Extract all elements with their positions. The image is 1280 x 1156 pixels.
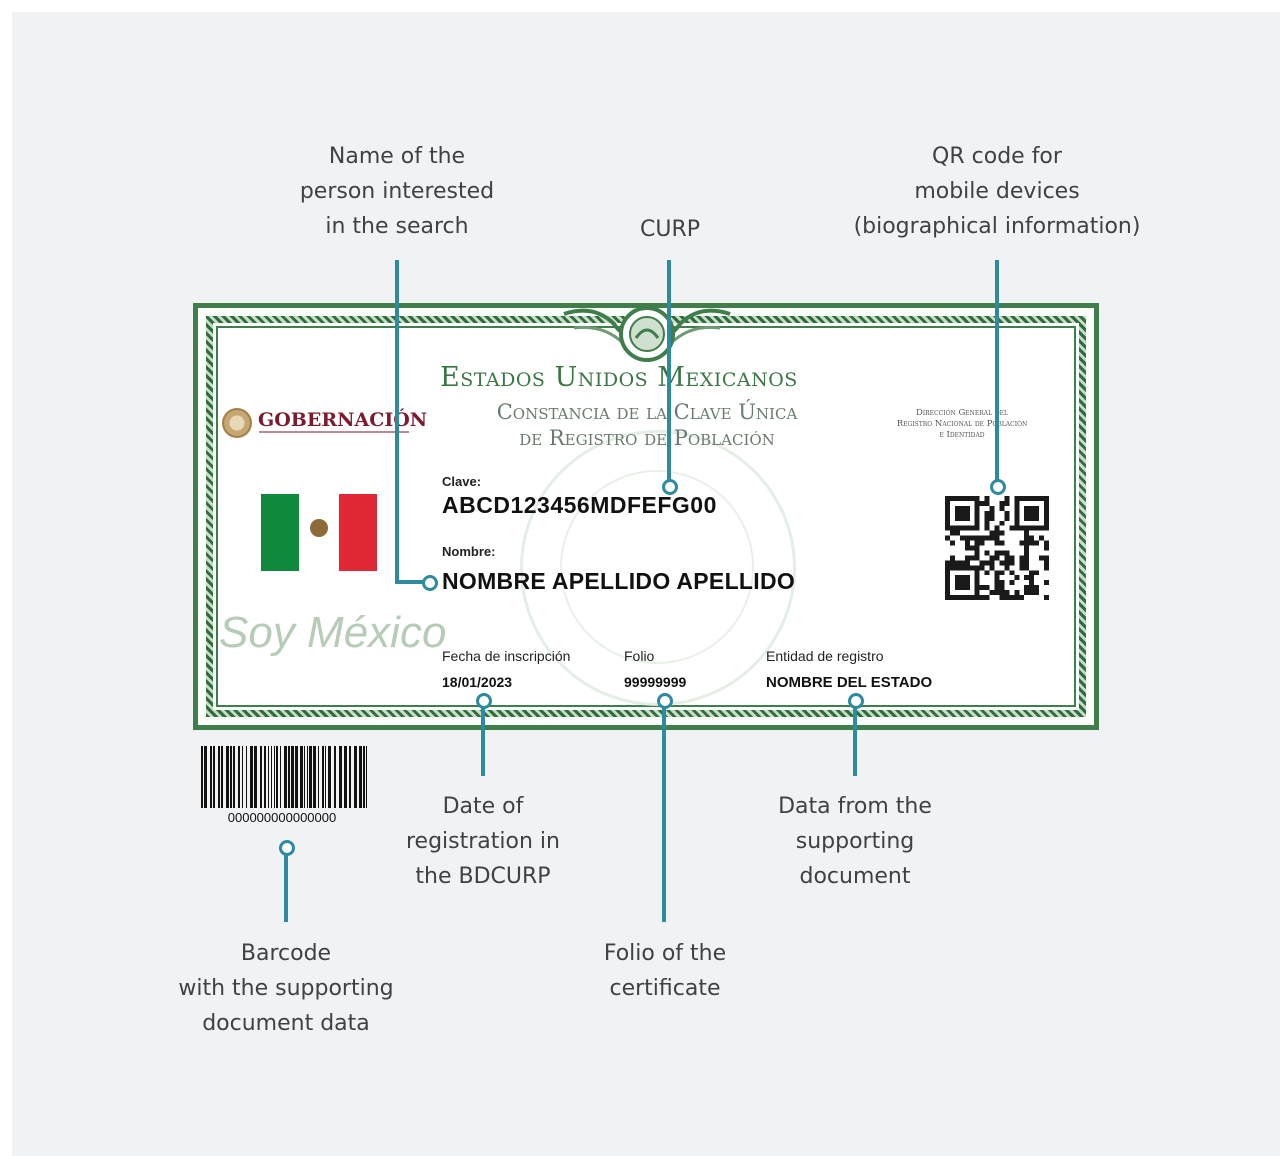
folio-label: Folio <box>624 648 655 664</box>
agency-name: GOBERNACIÓN <box>258 409 428 431</box>
callout-date: Date of registration in the BDCURP <box>406 794 560 889</box>
card-subtitle-line2: de Registro de Población <box>519 426 775 450</box>
fecha-value: 18/01/2023 <box>442 674 513 690</box>
leader-line-barcode <box>284 853 288 922</box>
callout-curp: CURP <box>639 217 701 242</box>
leader-line-curp <box>667 260 671 484</box>
clave-label: Clave: <box>442 474 482 489</box>
marker-date <box>476 693 492 709</box>
marker-curp <box>662 479 678 495</box>
gobernacion-seal-icon <box>222 408 252 438</box>
callout-barcode: Barcode with the supporting document dat… <box>178 941 394 1036</box>
agency-subline <box>259 431 409 433</box>
marker-folio <box>657 693 673 709</box>
leader-line-name-horizontal <box>395 580 427 584</box>
marker-qr <box>990 479 1006 495</box>
entidad-label: Entidad de registro <box>766 648 884 664</box>
mexico-flag-icon <box>261 494 377 571</box>
name-value: NOMBRE APELLIDO APELLIDO <box>442 568 796 594</box>
callout-qr: QR code for mobile devices (biographical… <box>853 144 1141 239</box>
barcode-number: 000000000000000 <box>227 810 337 825</box>
nombre-label: Nombre: <box>442 544 496 559</box>
leader-line-name-vertical <box>395 260 399 584</box>
marker-name <box>422 575 438 591</box>
leader-line-folio <box>662 706 666 922</box>
watermark-inner-seal-icon <box>560 470 754 664</box>
callout-supporting-document: Data from the supporting document <box>778 794 932 889</box>
leader-line-qr <box>995 260 999 484</box>
department-name: Dirección General del Registro Nacional … <box>896 408 1028 440</box>
qr-code-icon <box>945 496 1049 600</box>
card-subtitle-line1: Constancia de la Clave Única <box>496 400 798 424</box>
callout-name-person: Name of the person interested in the sea… <box>299 144 495 239</box>
leader-line-supporting <box>853 706 857 776</box>
barcode-icon <box>201 746 367 808</box>
card-title: Estados Unidos Mexicanos <box>440 362 798 393</box>
entidad-value: NOMBRE DEL ESTADO <box>766 674 933 691</box>
marker-barcode <box>279 840 295 856</box>
callout-folio: Folio of the certificate <box>603 941 727 1001</box>
flag-emblem-icon <box>310 519 328 537</box>
curp-value: ABCD123456MDFEFG00 <box>442 492 717 518</box>
marker-supporting <box>848 693 864 709</box>
leader-line-date <box>481 706 485 776</box>
folio-value: 99999999 <box>624 674 687 690</box>
slogan: Soy México <box>219 608 447 657</box>
crest-ornament-icon <box>563 306 731 362</box>
fecha-label: Fecha de inscripción <box>442 648 571 664</box>
